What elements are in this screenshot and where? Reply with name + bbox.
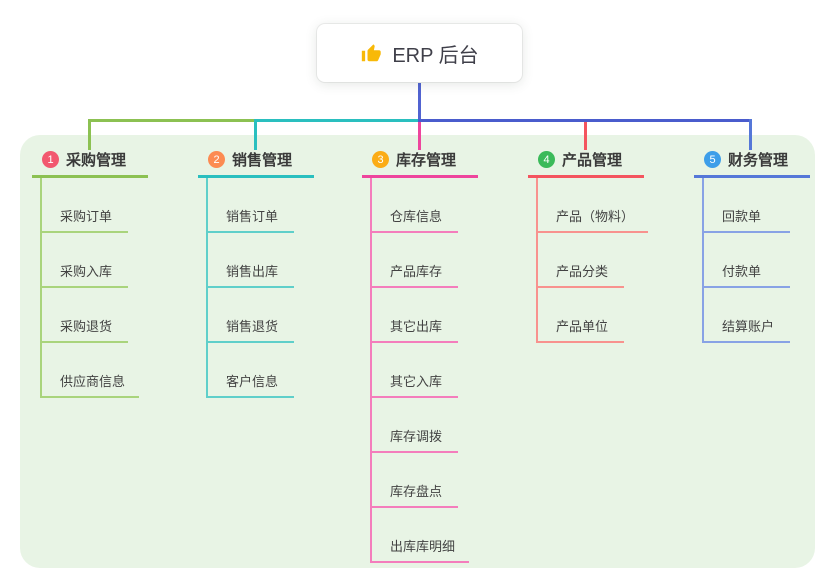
- trunk-segment-sales: [254, 119, 420, 122]
- node-sales-outbound[interactable]: 销售出库: [208, 233, 294, 288]
- trunk-segment-purchase: [88, 119, 257, 122]
- branch-inventory-header[interactable]: 3 库存管理: [362, 149, 478, 178]
- branch-purchase-header[interactable]: 1 采购管理: [32, 149, 148, 178]
- node-settlement-account[interactable]: 结算账户: [704, 288, 790, 343]
- branch-purchase: 1 采购管理 采购订单 采购入库 采购退货 供应商信息: [32, 149, 148, 398]
- node-receipt-order[interactable]: 回款单: [704, 178, 790, 233]
- root-stem-line: [418, 82, 421, 120]
- node-other-outbound[interactable]: 其它出库: [372, 288, 458, 343]
- branch-sales-header[interactable]: 2 销售管理: [198, 149, 314, 178]
- branch-purchase-label: 采购管理: [66, 152, 127, 169]
- node-product-category[interactable]: 产品分类: [538, 233, 624, 288]
- branch-product-children: 产品（物料） 产品分类 产品单位: [536, 178, 649, 343]
- branch-inventory: 3 库存管理 仓库信息 产品库存 其它出库 其它入库 库存调拨 库存盘点 出库库…: [362, 149, 478, 563]
- mindmap-panel: [20, 135, 815, 568]
- branch-sales: 2 销售管理 销售订单 销售出库 销售退货 客户信息: [198, 149, 314, 398]
- node-supplier-info[interactable]: 供应商信息: [42, 343, 140, 398]
- node-other-inbound[interactable]: 其它入库: [372, 343, 458, 398]
- thumbs-up-icon: [360, 42, 382, 64]
- root-node-erp-backend[interactable]: ERP 后台: [317, 24, 522, 82]
- node-purchase-order[interactable]: 采购订单: [42, 178, 128, 233]
- root-node-label: ERP 后台: [392, 44, 479, 67]
- node-payment-order[interactable]: 付款单: [704, 233, 790, 288]
- node-stock-transfer[interactable]: 库存调拨: [372, 398, 458, 453]
- node-product-unit[interactable]: 产品单位: [538, 288, 624, 343]
- branch-number-badge: 1: [42, 151, 59, 168]
- drop-line-sales: [254, 119, 257, 150]
- branch-number-badge: 4: [538, 151, 555, 168]
- branch-product-header[interactable]: 4 产品管理: [528, 149, 644, 178]
- node-stock-taking[interactable]: 库存盘点: [372, 453, 458, 508]
- branch-product-label: 产品管理: [562, 152, 623, 169]
- node-purchase-inbound[interactable]: 采购入库: [42, 233, 128, 288]
- trunk-segment-right: [418, 119, 752, 122]
- node-purchase-return[interactable]: 采购退货: [42, 288, 128, 343]
- node-warehouse-info[interactable]: 仓库信息: [372, 178, 458, 233]
- branch-number-badge: 3: [372, 151, 389, 168]
- drop-line-product: [584, 122, 587, 150]
- node-customer-info[interactable]: 客户信息: [208, 343, 294, 398]
- node-product-material[interactable]: 产品（物料）: [538, 178, 649, 233]
- branch-inventory-children: 仓库信息 产品库存 其它出库 其它入库 库存调拨 库存盘点 出库库明细: [370, 178, 478, 563]
- drop-line-purchase: [88, 119, 91, 150]
- branch-sales-children: 销售订单 销售出库 销售退货 客户信息: [206, 178, 314, 398]
- branch-purchase-children: 采购订单 采购入库 采购退货 供应商信息: [40, 178, 148, 398]
- branch-sales-label: 销售管理: [232, 152, 293, 169]
- branch-number-badge: 2: [208, 151, 225, 168]
- branch-product: 4 产品管理 产品（物料） 产品分类 产品单位: [528, 149, 649, 343]
- node-sales-order[interactable]: 销售订单: [208, 178, 294, 233]
- branch-finance-label: 财务管理: [728, 152, 789, 169]
- node-outbound-detail[interactable]: 出库库明细: [372, 508, 470, 563]
- branch-inventory-label: 库存管理: [396, 152, 457, 169]
- branch-finance-header[interactable]: 5 财务管理: [694, 149, 810, 178]
- drop-line-inventory: [418, 122, 421, 150]
- branch-number-badge: 5: [704, 151, 721, 168]
- drop-line-finance: [749, 119, 752, 150]
- node-product-stock[interactable]: 产品库存: [372, 233, 458, 288]
- branch-finance-children: 回款单 付款单 结算账户: [702, 178, 810, 343]
- branch-finance: 5 财务管理 回款单 付款单 结算账户: [694, 149, 810, 343]
- node-sales-return[interactable]: 销售退货: [208, 288, 294, 343]
